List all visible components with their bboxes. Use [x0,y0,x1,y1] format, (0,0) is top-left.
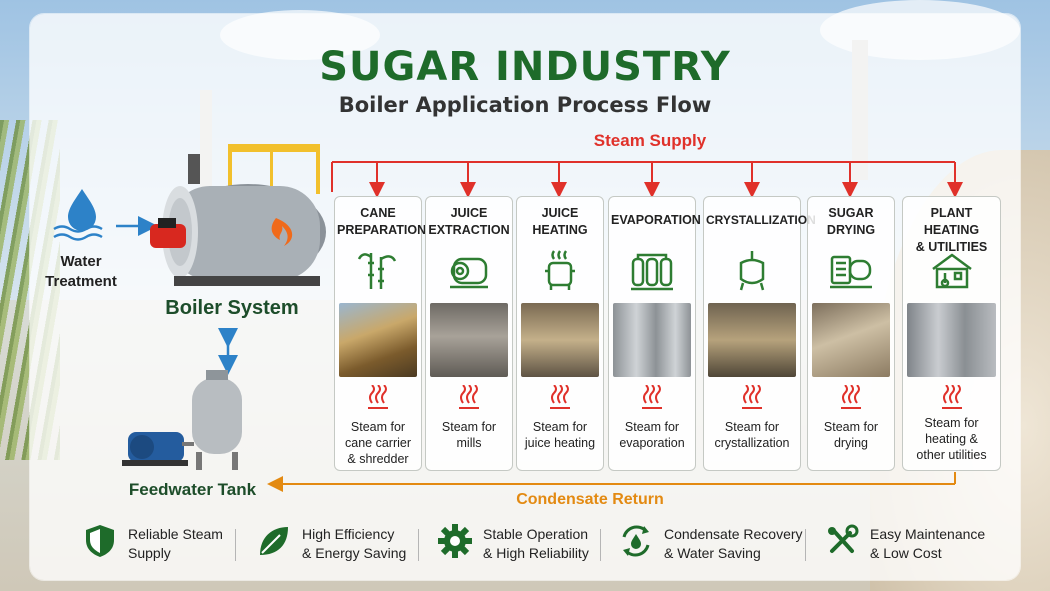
sugarcane-icon [357,253,397,289]
stage-title: JUICE HEATING [532,206,588,237]
separator [235,529,236,561]
benefits-bar: Reliable Steam Supply High Efficiency & … [70,515,1000,571]
separator [805,529,806,561]
heat-icon [841,385,861,409]
plant-heating-icon [931,253,972,289]
stage-sugar-drying: SUGAR DRYING Steam for drying [807,196,895,471]
stage-juice-heating: JUICE HEATING Steam for juice heating [516,196,604,471]
dryer-icon [830,255,872,289]
stage-title: PLANT HEATING & UTILITIES [915,206,988,254]
evaporator-icon [631,253,673,291]
benefit-label: Easy Maintenance & Low Cost [870,526,986,561]
leaf-icon [260,527,288,555]
heat-icon [459,385,479,409]
stage-photo [430,303,508,377]
mill-roller-icon [450,257,488,289]
shield-icon [86,525,114,557]
separator [600,529,601,561]
stage-photo [613,303,691,377]
stage-evaporation: EVAPORATION Steam for evaporation [608,196,701,471]
benefit-label: Reliable Steam Supply [128,526,223,561]
stage-crystallization: CRYSTALLIZATION Steam for crystallizatio… [703,196,816,471]
water-treatment-icon [53,189,103,241]
stage-plant-heating: PLANT HEATING & UTILITIES Steam for heat… [902,196,1001,471]
stage-description: Steam for mills [441,420,497,450]
stage-photo [812,303,890,377]
benefit-label: High Efficiency & Energy Saving [302,526,407,561]
separator [418,529,419,561]
stage-title: CRYSTALLIZATION [706,213,816,227]
heating-tank-icon [545,250,575,290]
stage-photo [708,303,796,377]
stage-description: Steam for heating & other utilities [916,416,987,462]
stage-description: Steam for cane carrier & shredder [345,420,411,466]
stage-description: Steam for drying [823,420,879,450]
stage-title: JUICE EXTRACTION [428,206,510,237]
page-subtitle: Boiler Application Process Flow [338,93,712,117]
crystallizer-icon [739,251,765,291]
heat-icon [742,385,762,409]
boiler-system-label: Boiler System [165,297,299,319]
feedwater-tank-label: Feedwater Tank [128,480,257,499]
page-title: SUGAR INDUSTRY [319,44,731,90]
heat-icon [368,385,388,409]
boiler-illustration [150,144,326,286]
heat-icon [550,385,570,409]
tools-icon [828,524,859,553]
stage-description: Steam for juice heating [524,420,596,450]
stage-description: Steam for crystallization [714,420,790,450]
feedwater-tank-illustration [122,370,242,470]
recycle-drop-icon [622,525,650,557]
stage-photo [339,303,417,377]
heat-icon [941,385,962,409]
stage-photo [907,303,996,377]
stage-title: SUGAR DRYING [826,206,876,237]
stage-juice-extraction: JUICE EXTRACTION Steam for mills [425,196,513,471]
steam-supply-label: Steam Supply [593,131,707,150]
stage-description: Steam for evaporation [619,420,685,450]
stage-title: CANE PREPARATION [337,206,427,237]
gear-icon [438,524,472,558]
stage-title: EVAPORATION [611,213,701,227]
stage-photo [521,303,599,377]
benefit-label: Condensate Recovery & Water Saving [664,526,803,561]
heat-icon [642,385,662,409]
stage-cane-preparation: CANE PREPARATION Steam for cane carrier … [334,196,427,471]
condensate-return-label: Condensate Return [516,491,664,508]
benefit-label: Stable Operation & High Reliability [483,526,589,561]
water-treatment-label: Water Treatment [45,253,117,290]
